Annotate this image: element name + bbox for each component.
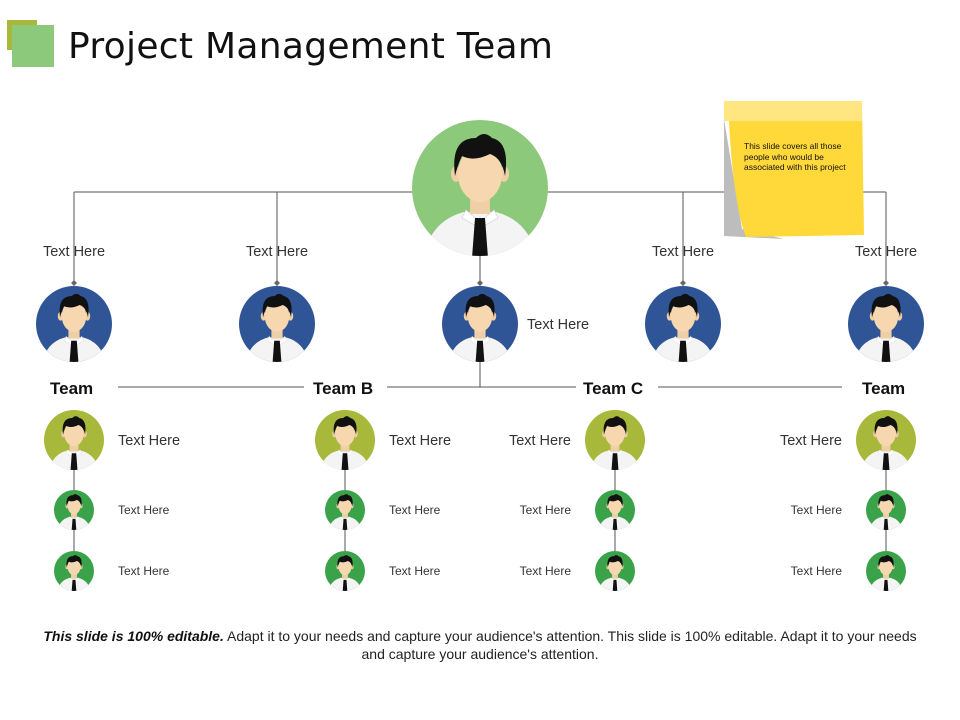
connector-diamond [883,280,889,286]
manager-label-3: Text Here [527,317,590,333]
team-member-avatar-2-1 [325,490,365,530]
team-name-1: Team [46,379,98,399]
footer-bold: This slide is 100% editable. [43,628,224,644]
team-member-label-3-1: Text Here [519,503,571,517]
team-member-label-2-1: Text Here [389,503,441,517]
team-lead-label-3: Text Here [508,433,571,449]
manager-label-2: Text Here [245,244,309,260]
team-member-avatar-3-2 [595,551,635,591]
title-accent-square [12,25,54,67]
connector-diamond [680,280,686,286]
manager-label-1: Text Here [42,244,106,260]
team-lead-label-1: Text Here [118,433,181,449]
connector-diamond [477,280,483,286]
manager-avatar-4 [645,286,721,362]
footer-text: Adapt it to your needs and capture your … [223,628,917,662]
sticky-note-icon [724,101,864,241]
manager-avatar-1 [36,286,112,362]
team-member-avatar-3-1 [595,490,635,530]
connector-diamond [274,280,280,286]
team-member-label-1-1: Text Here [118,503,170,517]
team-member-label-3-2: Text Here [519,564,571,578]
footer-caption: This slide is 100% editable. Adapt it to… [40,627,920,663]
team-member-label-4-1: Text Here [790,503,842,517]
connector-diamond [71,280,77,286]
team-member-avatar-2-2 [325,551,365,591]
sticky-note-text: This slide covers all those people who w… [744,141,846,172]
team-name-3: Team C [579,379,648,399]
team-lead-avatar-1 [44,410,104,470]
team-lead-avatar-2 [315,410,375,470]
team-member-avatar-4-2 [866,551,906,591]
manager-avatar-3 [442,286,518,362]
team-member-label-1-2: Text Here [118,564,170,578]
team-lead-avatar-3 [585,410,645,470]
team-name-2: Team B [309,379,378,399]
team-lead-label-2: Text Here [389,433,452,449]
top-manager-avatar [412,120,548,256]
team-lead-label-4: Text Here [779,433,842,449]
manager-label-4: Text Here [651,244,715,260]
team-lead-avatar-4 [856,410,916,470]
page-title: Project Management Team [68,26,554,67]
team-name-4: Team [858,379,910,399]
team-member-avatar-1-1 [54,490,94,530]
team-member-label-2-2: Text Here [389,564,441,578]
manager-label-5: Text Here [854,244,918,260]
manager-avatar-5 [848,286,924,362]
team-member-avatar-4-1 [866,490,906,530]
manager-avatar-2 [239,286,315,362]
team-member-avatar-1-2 [54,551,94,591]
team-member-label-4-2: Text Here [790,564,842,578]
